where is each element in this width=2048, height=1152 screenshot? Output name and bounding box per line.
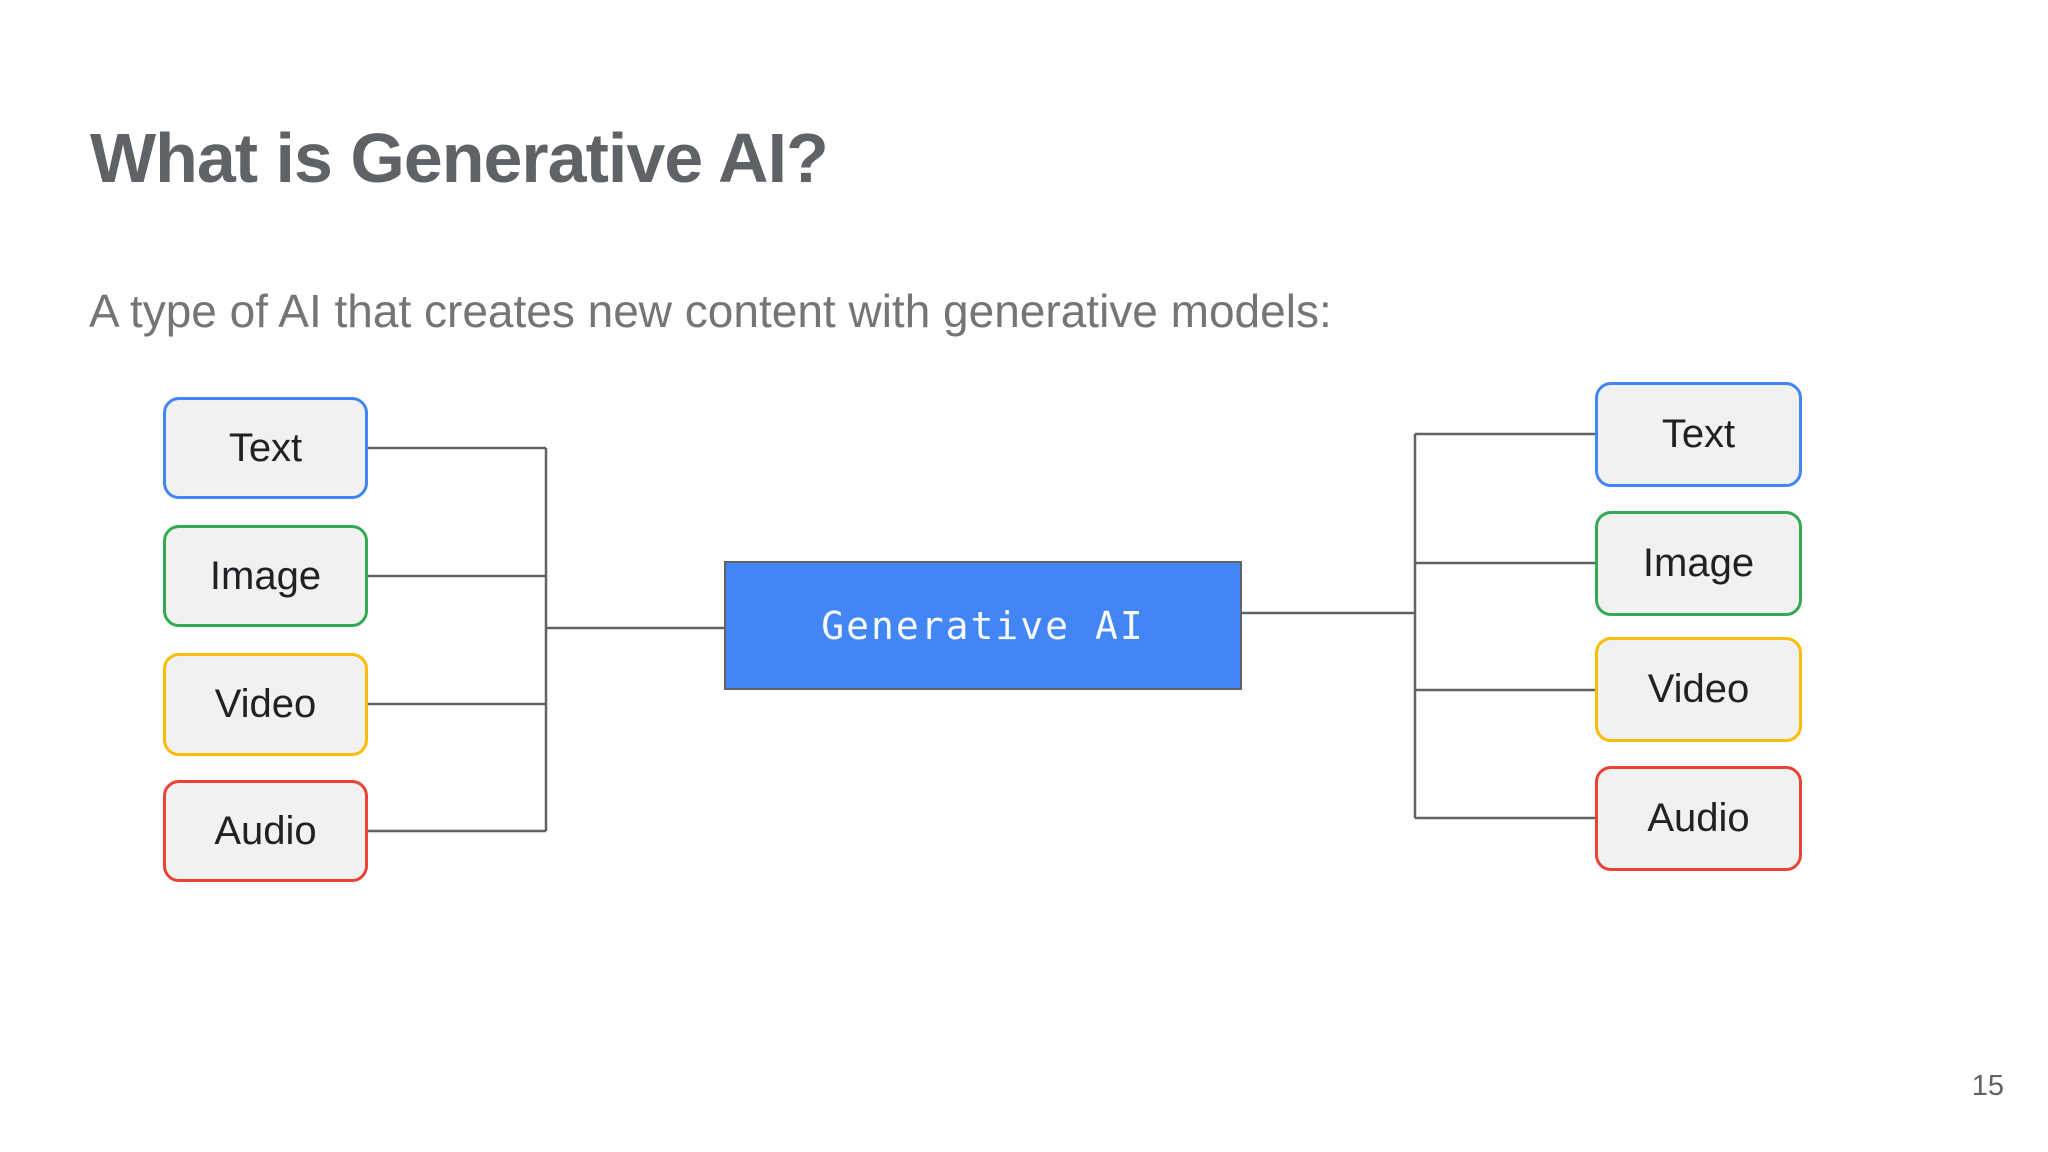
input-node-image-label: Image bbox=[209, 553, 322, 598]
input-node-audio-label: Audio bbox=[214, 808, 317, 853]
output-node-text-label: Text bbox=[1661, 412, 1736, 456]
output-node-audio: Audio bbox=[1595, 766, 1802, 871]
output-node-text: Text bbox=[1595, 382, 1802, 487]
input-node-video: Video bbox=[163, 653, 368, 756]
input-node-text-label: Text bbox=[228, 425, 303, 470]
slide-subtitle: A type of AI that creates new content wi… bbox=[89, 285, 1332, 337]
input-node-text: Text bbox=[163, 397, 368, 499]
input-node-image: Image bbox=[163, 525, 368, 627]
slide-title: What is Generative AI? bbox=[90, 119, 829, 197]
output-node-video-label: Video bbox=[1647, 667, 1750, 711]
output-node-video: Video bbox=[1595, 637, 1802, 742]
input-node-audio: Audio bbox=[163, 780, 368, 882]
input-node-video-label: Video bbox=[214, 682, 317, 726]
output-node-audio-label: Audio bbox=[1647, 796, 1750, 840]
center-node-generative-ai: Generative AI bbox=[724, 561, 1242, 690]
center-node-label: Generative AI bbox=[821, 603, 1145, 648]
output-node-image-label: Image bbox=[1642, 541, 1755, 585]
page-number: 15 bbox=[1971, 1070, 2004, 1102]
output-node-image: Image bbox=[1595, 511, 1802, 616]
